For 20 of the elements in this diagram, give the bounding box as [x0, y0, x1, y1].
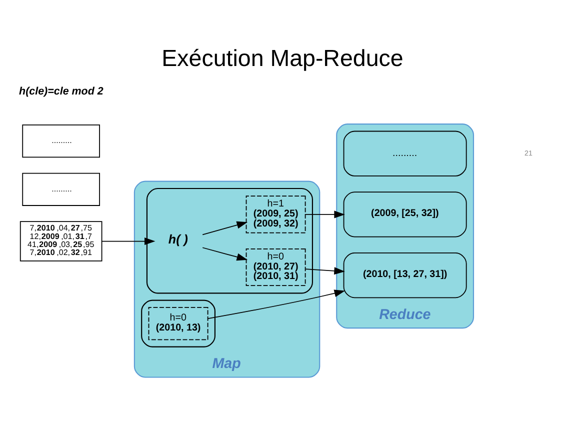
- diagram-title: Exécution Map-Reduce: [162, 44, 404, 71]
- node-box: h=1 (2009, 25) (2009, 32): [246, 196, 306, 234]
- node-box: 7,2010,04,27,75 12,2009,01,31,7 41,2009,03,25,95 7,2010,02,32,91: [20, 221, 102, 262]
- arrow: [305, 267, 345, 275]
- cluster: [146, 188, 313, 294]
- node-box: .........: [22, 124, 100, 158]
- label: h(cle)=cle mod 2: [19, 86, 104, 98]
- node-text: h( ): [168, 232, 188, 247]
- cluster: [141, 300, 216, 348]
- node-box: h=0 (2010, 27) (2010, 31): [246, 248, 306, 286]
- arrow: [202, 221, 248, 236]
- arrow: [305, 210, 345, 218]
- arrow: [208, 290, 346, 320]
- node-box: h=0 (2010, 13): [148, 307, 208, 340]
- arrow: [102, 238, 156, 246]
- arrow: [202, 247, 248, 261]
- node-box: (2009, [25, 32]): [343, 192, 467, 238]
- node-box: .........: [343, 130, 467, 176]
- node-box: .........: [22, 172, 100, 206]
- node-box: (2010, [13, 27, 31]): [343, 252, 467, 298]
